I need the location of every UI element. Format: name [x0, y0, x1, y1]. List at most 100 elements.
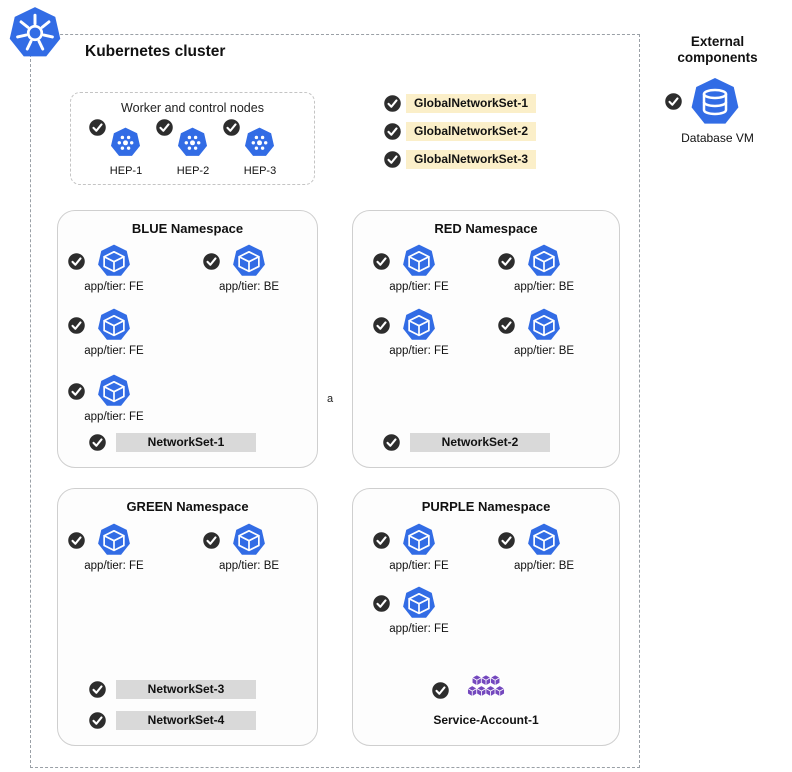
pod-icon: [527, 308, 561, 342]
pod: app/tier: BE: [202, 523, 296, 577]
check-icon: [67, 252, 86, 271]
namespace-box-purple: PURPLE Namespace app/tier: FE app/tier: …: [352, 488, 620, 746]
pod: app/tier: FE: [67, 374, 161, 428]
hep-node: HEP-3: [222, 118, 302, 184]
pod-label: app/tier: FE: [389, 560, 449, 572]
namespace-title: PURPLE Namespace: [421, 499, 551, 514]
pod: app/tier: FE: [372, 244, 466, 298]
namespace-title: GREEN Namespace: [126, 499, 249, 514]
pod-label: app/tier: FE: [84, 560, 144, 572]
host-endpoint-icon: [244, 127, 275, 158]
kubernetes-cluster-box: [30, 34, 640, 768]
host-endpoint-icon: [177, 127, 208, 158]
hep-label: HEP-2: [176, 165, 210, 177]
hep-node: HEP-2: [155, 118, 235, 184]
pod-icon: [97, 374, 131, 408]
annotation-a: a: [327, 393, 334, 405]
check-icon: [383, 122, 402, 141]
pod: app/tier: BE: [497, 308, 591, 362]
check-icon: [383, 94, 402, 113]
pod-label: app/tier: FE: [389, 345, 449, 357]
namespace-box-green: GREEN Namespace app/tier: FE app/tier: B…: [57, 488, 318, 746]
external-components-title: External components: [677, 34, 758, 65]
check-icon: [88, 433, 107, 452]
pod-label: app/tier: BE: [218, 560, 280, 572]
pod-icon: [402, 523, 436, 557]
namespace-title: BLUE Namespace: [131, 221, 244, 236]
namespace-box-red: RED Namespace app/tier: FE app/tier: BE …: [352, 210, 620, 468]
pod-label: app/tier: FE: [84, 345, 144, 357]
worker-nodes-box: Worker and control nodes HEP-1 HEP-2 HEP…: [70, 92, 315, 185]
service-account-icon: [463, 669, 509, 709]
pod-label: app/tier: FE: [84, 281, 144, 293]
check-icon: [383, 150, 402, 169]
check-icon: [155, 118, 174, 137]
networkset-label: NetworkSet-3: [116, 680, 256, 699]
check-icon: [88, 711, 107, 730]
hep-label: HEP-3: [243, 165, 277, 177]
namespace-box-blue: BLUE Namespace app/tier: FE app/tier: BE…: [57, 210, 318, 468]
check-icon: [372, 316, 391, 335]
service-account: Service-Account-1: [411, 669, 561, 733]
check-icon: [67, 531, 86, 550]
pod-icon: [527, 523, 561, 557]
check-icon: [497, 252, 516, 271]
pod-label: app/tier: FE: [84, 411, 144, 423]
pod-icon: [527, 244, 561, 278]
check-icon: [222, 118, 241, 137]
service-account-label: Service-Account-1: [433, 713, 539, 727]
namespace-title: RED Namespace: [434, 221, 538, 236]
pod-label: app/tier: BE: [513, 560, 575, 572]
cluster-title: Kubernetes cluster: [85, 43, 226, 60]
pod-icon: [232, 523, 266, 557]
hep-node: HEP-1: [88, 118, 168, 184]
database-vm-icon: [690, 77, 740, 127]
pod-icon: [97, 523, 131, 557]
networkset-label: NetworkSet-1: [116, 433, 256, 452]
pod: app/tier: FE: [372, 308, 466, 362]
global-networkset-label: GlobalNetworkSet-3: [406, 150, 537, 169]
worker-nodes-title: Worker and control nodes: [121, 101, 264, 115]
check-icon: [88, 680, 107, 699]
check-icon: [372, 594, 391, 613]
pod-icon: [402, 586, 436, 620]
networkset-label: NetworkSet-4: [116, 711, 256, 730]
pod-label: app/tier: FE: [389, 623, 449, 635]
pod-label: app/tier: BE: [218, 281, 280, 293]
check-icon: [202, 252, 221, 271]
check-icon: [202, 531, 221, 550]
pod: app/tier: FE: [67, 308, 161, 362]
pod-icon: [97, 308, 131, 342]
global-networkset-label: GlobalNetworkSet-1: [406, 94, 537, 113]
check-icon: [382, 433, 401, 452]
pod-icon: [232, 244, 266, 278]
pod: app/tier: FE: [372, 523, 466, 577]
global-networkset-label: GlobalNetworkSet-2: [406, 122, 537, 141]
pod-label: app/tier: BE: [513, 345, 575, 357]
pod-label: app/tier: BE: [513, 281, 575, 293]
kubernetes-logo-icon: [8, 6, 62, 60]
pod-icon: [402, 308, 436, 342]
check-icon: [497, 531, 516, 550]
check-icon: [431, 681, 450, 700]
pod: app/tier: BE: [497, 523, 591, 577]
pod: app/tier: FE: [372, 586, 466, 640]
check-icon: [67, 382, 86, 401]
pod: app/tier: FE: [67, 244, 161, 298]
host-endpoint-icon: [110, 127, 141, 158]
networkset-label: NetworkSet-2: [410, 433, 550, 452]
check-icon: [372, 252, 391, 271]
pod: app/tier: FE: [67, 523, 161, 577]
check-icon: [67, 316, 86, 335]
check-icon: [372, 531, 391, 550]
database-vm-label: Database VM: [681, 131, 754, 145]
check-icon: [497, 316, 516, 335]
pod-icon: [402, 244, 436, 278]
pod: app/tier: BE: [202, 244, 296, 298]
hep-label: HEP-1: [109, 165, 143, 177]
check-icon: [88, 118, 107, 137]
pod-icon: [97, 244, 131, 278]
check-icon: [664, 92, 683, 111]
pod: app/tier: BE: [497, 244, 591, 298]
